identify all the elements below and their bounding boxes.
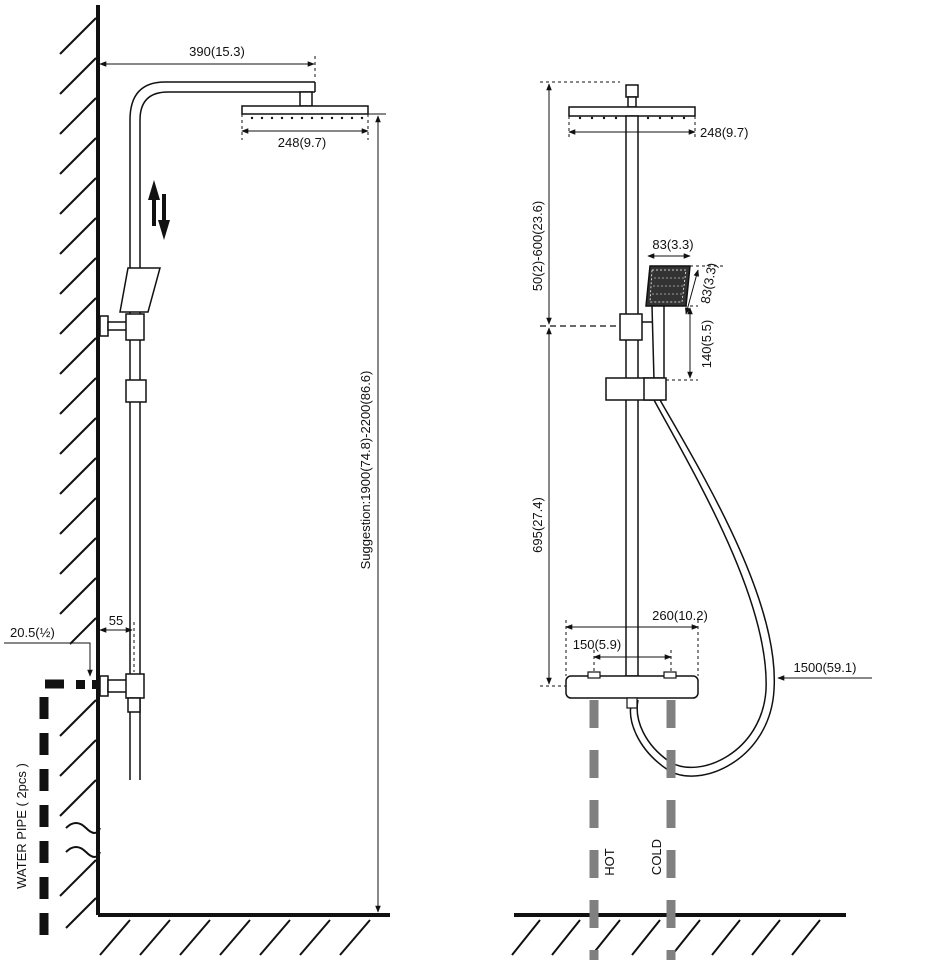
break-mark [65, 846, 101, 858]
head-connector [299, 91, 313, 107]
handshower-height-label: 140(5.5) [699, 320, 714, 368]
hand-shower [119, 267, 161, 313]
head-width-label: 248(9.7) [278, 135, 326, 150]
head-width-label: 248(9.7) [700, 125, 748, 140]
wall-hatching [59, 17, 371, 956]
rain-shower-head [241, 105, 369, 115]
valve-width-label: 260(10.2) [652, 608, 708, 623]
hose-length-label: 1500(59.1) [794, 660, 857, 675]
head-connector [625, 84, 639, 98]
wall-bracket [99, 315, 109, 337]
floor-hatching [511, 919, 821, 956]
hand-shower [642, 265, 691, 381]
break-mark [65, 822, 101, 834]
handshower-depth-label: 83(3.3) [698, 262, 720, 305]
adjust-arrows-icon [148, 180, 170, 240]
water-pipe-label: WATER PIPE ( 2pcs ) [14, 763, 29, 889]
handshower-width-label: 83(3.3) [652, 237, 693, 252]
head-dots [250, 116, 364, 120]
bar-height-label: 695(27.4) [530, 497, 545, 553]
wall-offset-label: 55 [109, 613, 123, 628]
hose [629, 399, 775, 777]
wall-flange [99, 675, 109, 697]
arm-length-label: 390(15.3) [189, 44, 245, 59]
head-dots [578, 116, 686, 120]
thermostatic-valve [565, 675, 699, 699]
mixer-valve [125, 673, 145, 699]
pipe-joint [619, 313, 643, 341]
left-side-view: 390(15.3) 248(9.7) Suggestion:1900(74.8)… [4, 5, 390, 956]
height-suggestion-label: Suggestion:1900(74.8)-2200(86.6) [358, 371, 373, 570]
slide-holder [125, 379, 147, 403]
cold-label: COLD [649, 839, 664, 875]
rain-shower-head [568, 106, 696, 117]
adjust-range-label: 50(2)-600(23.6) [530, 201, 545, 291]
pipe-size-label: 20.5(½) [10, 625, 55, 640]
riser-pipe [129, 81, 316, 780]
right-front-view: HOT COLD 50(2)-600(23.6) 695(27.4) 248(9… [511, 81, 872, 960]
inlet-spacing-label: 150(5.9) [573, 637, 621, 652]
hot-label: HOT [602, 848, 617, 876]
water-pipe [39, 679, 100, 935]
